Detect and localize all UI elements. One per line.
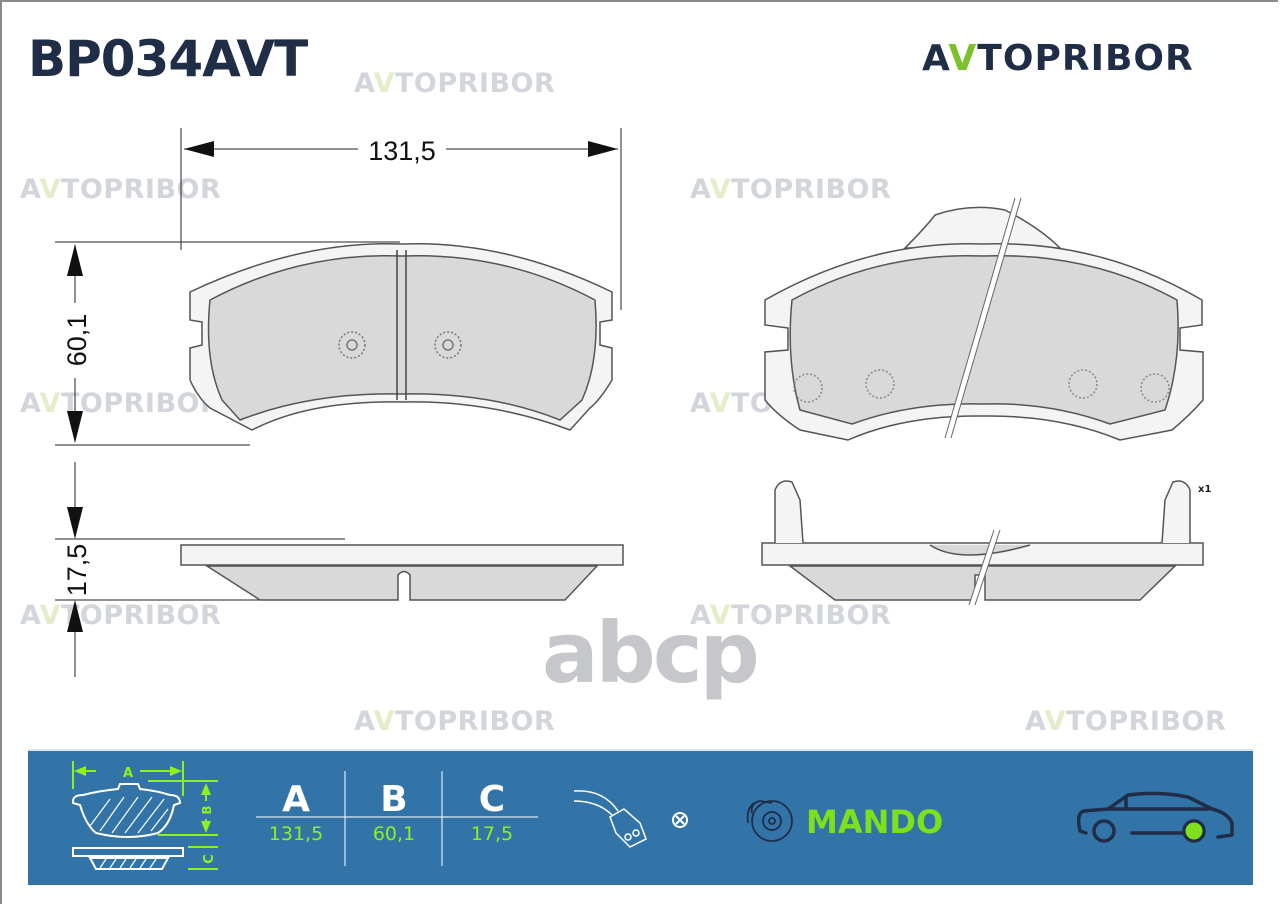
spec-header-b: B (380, 779, 408, 820)
watermark-logo: AVTOPRIBOR (20, 388, 222, 419)
dimension-thickness-label: 17,5 (62, 544, 92, 597)
brake-disc-icon (746, 800, 793, 842)
spec-value-a: 131,5 (268, 823, 324, 845)
watermark-logo: AVTOPRIBOR (20, 600, 222, 631)
watermark-logo: AVTOPRIBOR (1025, 706, 1227, 737)
part-number-title: BP034AVT (28, 30, 308, 88)
front-axle-indicator (1185, 822, 1203, 840)
watermark-logo: AVTOPRIBOR (354, 68, 556, 99)
pad-side-view-right (761, 480, 1204, 606)
specs-panel: A B C (28, 749, 1253, 885)
pad-back-view-right (764, 197, 1204, 441)
spec-header-a: A (282, 779, 310, 820)
brand-logo-suffix: TOPRIBOR (977, 38, 1194, 79)
watermark-logo: AVTOPRIBOR (20, 174, 222, 205)
watermark-abcp: abcp (542, 604, 760, 702)
wear-sensor-icon (573, 790, 688, 848)
spec-value-c: 17,5 (470, 823, 514, 845)
brake-pad-drawing: 131,5 60,1 17,5 (55, 128, 1211, 677)
system-brand-label: MANDO (806, 803, 944, 841)
clip-quantity-label: x1 (1198, 484, 1211, 495)
pad-side-view-left (180, 544, 624, 601)
pad-dimension-legend-icon: A B C (71, 761, 1234, 870)
svg-text:B: B (200, 805, 214, 814)
svg-text:A: A (123, 766, 133, 781)
svg-text:C: C (202, 854, 217, 864)
spec-value-b: 60,1 (372, 823, 416, 845)
car-icon (1076, 791, 1234, 843)
spec-header-c: C (478, 779, 506, 820)
pad-front-view-left (189, 242, 613, 431)
brand-logo-accent: V (948, 38, 978, 79)
brand-logo: AVTOPRIBOR (922, 38, 1194, 79)
watermark-logo: AVTOPRIBOR (354, 706, 556, 737)
watermark-logo: AVTOPRIBOR (690, 600, 892, 631)
dimension-width-label: 131,5 (368, 136, 436, 166)
dimension-height-label: 60,1 (62, 314, 92, 367)
brand-logo-prefix: A (922, 38, 949, 79)
watermark-logo: AVTOPRIBOR (690, 174, 892, 205)
